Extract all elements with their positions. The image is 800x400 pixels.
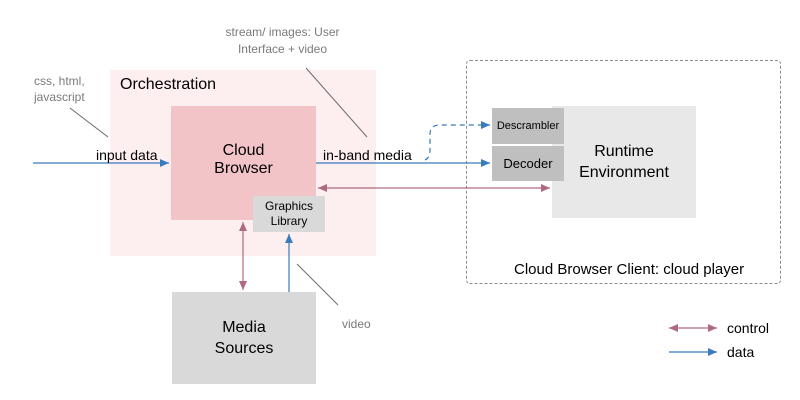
legend-data-label: data — [727, 344, 755, 360]
graphics-library-box: Graphics Library — [253, 196, 325, 232]
runtime-label-line2: Environment — [579, 164, 669, 181]
cloud-browser-client-title: Cloud Browser Client: cloud player — [514, 261, 745, 278]
css-annotation-leader — [69, 107, 109, 138]
video-annotation-leader — [296, 263, 339, 306]
legend-control-label: control — [727, 320, 770, 336]
stream-images-annotation: stream/ images: User Interface + video — [225, 25, 340, 56]
media-sources-label-line2: Sources — [214, 340, 274, 357]
descrambler-dashed-arrow — [424, 121, 490, 161]
input-data-label: input data — [96, 147, 158, 163]
descrambler-label: Descrambler — [496, 120, 560, 132]
cloud-browser-client-frame — [466, 60, 781, 284]
orchestration-title: Orchestration — [120, 76, 217, 93]
runtime-label-line1: Runtime — [594, 143, 654, 160]
decoder-box: Decoder — [492, 146, 564, 181]
cloud-browser-label-line2: Browser — [214, 160, 273, 177]
css-html-js-annotation: css, html, javascript — [34, 74, 85, 104]
graphics-library-label-line1: Graphics — [264, 199, 314, 213]
cloud-browser-box: Cloud Browser — [171, 106, 316, 220]
descrambler-box: Descrambler — [492, 108, 564, 144]
media-sources-box: Media Sources — [172, 292, 316, 384]
decoder-label: Decoder — [503, 156, 553, 171]
graphics-library-label-line2: Library — [270, 214, 308, 228]
runtime-environment-box: Runtime Environment — [552, 106, 696, 218]
video-annotation: video — [342, 317, 371, 331]
cloud-browser-label-line1: Cloud — [222, 142, 265, 159]
in-band-media-label: in-band media — [323, 147, 412, 163]
stream-annotation-leader — [305, 67, 368, 138]
media-sources-label-line1: Media — [222, 319, 266, 336]
